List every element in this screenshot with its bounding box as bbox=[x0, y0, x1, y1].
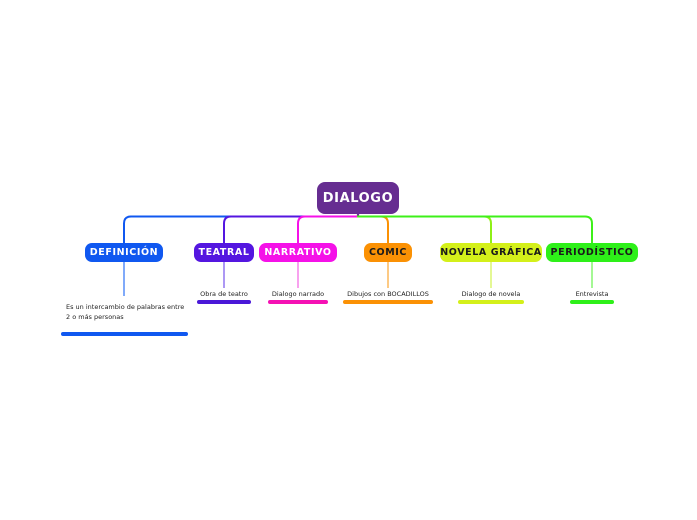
connector-narrativo bbox=[297, 215, 359, 244]
branch-label-periodistico: PERIODÍSTICO bbox=[550, 246, 634, 258]
root-node-dialogo[interactable]: DIALOGO bbox=[317, 182, 399, 214]
branch-node-teatral[interactable]: TEATRAL bbox=[194, 243, 254, 262]
leaf-text-narrativo: Dialogo narrado bbox=[271, 290, 325, 298]
branch-label-definicion: DEFINICIÓN bbox=[89, 246, 159, 258]
leaf-text-novela-grafica: Dialogo de novela bbox=[461, 290, 521, 298]
leaf-bar-comic bbox=[343, 300, 433, 304]
branch-node-novela-grafica[interactable]: NOVELA GRÁFICA bbox=[440, 243, 542, 262]
connector-definicion bbox=[123, 215, 359, 244]
root-node-label: DIALOGO bbox=[322, 190, 394, 206]
branch-node-definicion[interactable]: DEFINICIÓN bbox=[85, 243, 163, 262]
leaf-bar-definicion bbox=[61, 332, 188, 336]
connector-periodistico bbox=[357, 215, 593, 244]
branch-label-narrativo: NARRATIVO bbox=[264, 246, 332, 258]
connector-comic bbox=[357, 215, 389, 244]
leaf-bar-narrativo bbox=[268, 300, 328, 304]
branch-label-novela-grafica: NOVELA GRÁFICA bbox=[440, 246, 542, 258]
leaf-bar-teatral bbox=[197, 300, 251, 304]
leaf-bar-novela-grafica bbox=[458, 300, 524, 304]
leaf-text-comic: Dibujos con BOCADILLOS bbox=[347, 290, 429, 298]
connector-teatral bbox=[223, 215, 359, 244]
leaf-text-teatral: Obra de teatro bbox=[200, 290, 248, 298]
leaf-text-definicion: Es un intercambio de palabras entre 2 o … bbox=[66, 303, 185, 322]
branch-node-comic[interactable]: COMIC bbox=[364, 243, 412, 262]
leaf-bar-periodistico bbox=[570, 300, 614, 304]
branch-node-periodistico[interactable]: PERIODÍSTICO bbox=[546, 243, 638, 262]
connector-novela-grafica bbox=[357, 215, 492, 244]
leaf-text-periodistico: Entrevista bbox=[575, 290, 609, 298]
branch-label-teatral: TEATRAL bbox=[198, 246, 250, 258]
branch-node-narrativo[interactable]: NARRATIVO bbox=[259, 243, 337, 262]
branch-label-comic: COMIC bbox=[368, 246, 407, 258]
